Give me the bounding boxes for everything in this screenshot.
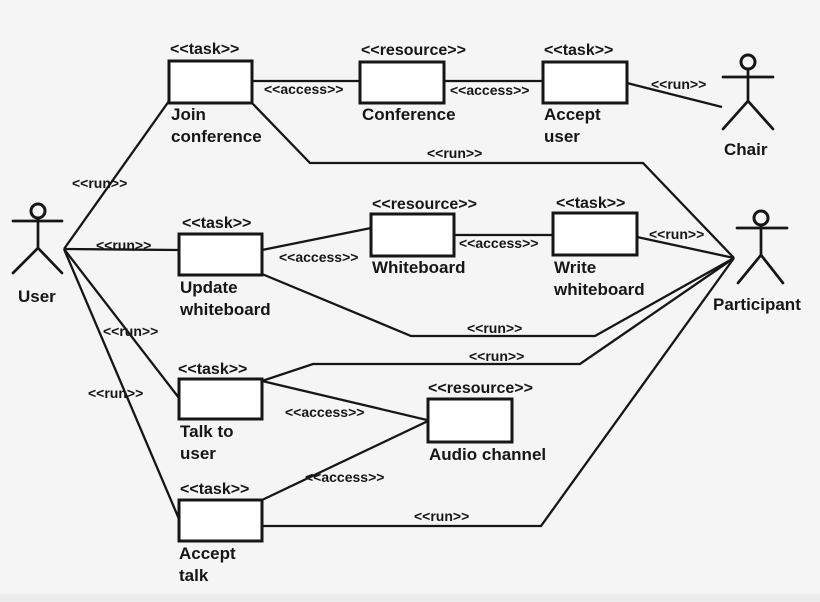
label-actor-participant: Participant <box>713 295 801 314</box>
label-conference: Conference <box>362 105 456 124</box>
label-accept-talk: Accept talk <box>179 544 236 585</box>
label-talk-to-user: Talk to user <box>180 422 234 463</box>
stereotype-accept-talk: <<task>> <box>180 481 250 498</box>
stereotype-conference: <<resource>> <box>361 42 466 59</box>
node-audio-channel-box <box>426 397 514 444</box>
edge-label-run-write-participant: <<run>> <box>649 226 705 242</box>
stereotype-update-whiteboard: <<task>> <box>182 215 252 232</box>
edge-label-run-user-accept-talk: <<run>> <box>88 385 144 401</box>
edge-user-join-conference <box>63 100 170 250</box>
edge-label-run-talk-participant: <<run>> <box>469 348 525 364</box>
label-actor-user: User <box>18 287 56 306</box>
edge-label-run-user-talk: <<run>> <box>103 323 159 339</box>
stereotype-join-conference: <<task>> <box>170 41 240 58</box>
node-join-conference-box <box>167 59 254 105</box>
edge-update-whiteboard-participant <box>261 256 735 338</box>
edge-talk-to-user-participant <box>261 257 735 383</box>
stereotype-audio-channel: <<resource>> <box>428 380 533 397</box>
edge-accept-talk-audio-channel <box>261 419 429 502</box>
label-accept-user: Accept user <box>544 105 601 146</box>
edge-label-run-user-update: <<run>> <box>96 237 152 253</box>
edge-label-run-accept-talk-participant: <<run>> <box>414 508 470 524</box>
actor-chair-figure <box>721 53 775 131</box>
label-update-whiteboard: Update whiteboard <box>180 278 271 319</box>
edge-accept-talk-participant <box>262 257 735 528</box>
node-conference-box <box>358 60 446 105</box>
node-accept-user-box <box>541 60 629 105</box>
edge-user-accept-talk <box>62 248 181 520</box>
edge-label-run-accept-user-chair: <<run>> <box>651 76 707 92</box>
actor-user-figure <box>11 202 64 275</box>
edge-label-access-whiteboard-write: <<access>> <box>459 235 539 251</box>
edge-join-conference-participant <box>251 102 735 259</box>
stereotype-write-whiteboard: <<task>> <box>556 195 626 212</box>
edge-label-access-join-conference: <<access>> <box>264 81 344 97</box>
node-update-whiteboard-box <box>177 232 264 277</box>
edge-label-run-join-participant: <<run>> <box>427 145 483 161</box>
label-write-whiteboard: Write whiteboard <box>554 258 645 299</box>
edge-write-whiteboard-participant <box>636 235 735 260</box>
stereotype-talk-to-user: <<task>> <box>178 361 248 378</box>
edge-label-access-talk-audio: <<access>> <box>285 404 365 420</box>
edge-label-access-update-whiteboard: <<access>> <box>279 249 359 265</box>
edge-user-talk-to-user <box>63 248 180 399</box>
edge-accept-user-chair <box>626 81 723 109</box>
label-join-conference: Join conference <box>171 105 262 146</box>
node-write-whiteboard-box <box>551 211 639 257</box>
edge-label-access-accept-talk-audio: <<access>> <box>305 469 385 485</box>
actor-participant-figure <box>735 209 789 285</box>
label-whiteboard: Whiteboard <box>372 258 466 277</box>
edge-user-update-whiteboard <box>63 247 180 252</box>
node-accept-talk-box <box>177 498 264 543</box>
edge-label-run-user-join: <<run>> <box>72 175 128 191</box>
bottom-border-strip <box>0 594 820 602</box>
stereotype-accept-user: <<task>> <box>544 42 614 59</box>
edge-label-run-update-participant: <<run>> <box>467 320 523 336</box>
edge-update-whiteboard-whiteboard <box>261 226 372 252</box>
stereotype-whiteboard: <<resource>> <box>372 196 477 213</box>
edge-label-access-conference-accept-user: <<access>> <box>450 82 530 98</box>
node-whiteboard-box <box>369 212 456 258</box>
label-actor-chair: Chair <box>724 140 768 159</box>
label-audio-channel: Audio channel <box>429 445 547 464</box>
node-talk-to-user-box <box>177 377 264 421</box>
edge-talk-to-user-audio-channel <box>261 379 428 422</box>
